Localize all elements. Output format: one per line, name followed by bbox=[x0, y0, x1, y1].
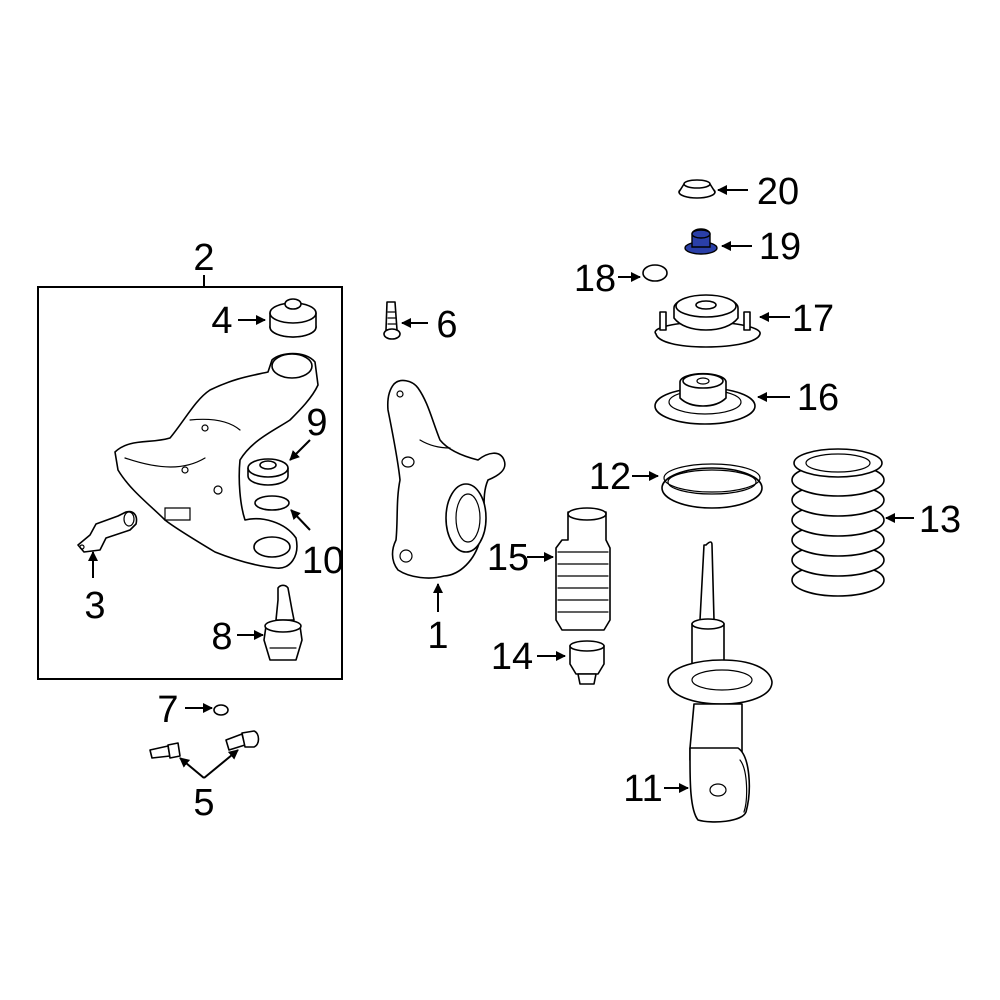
callout-18: 18 bbox=[574, 258, 616, 300]
callout-19: 19 bbox=[759, 226, 801, 268]
part-11-strut[interactable] bbox=[667, 541, 773, 823]
control-arm-assembly-frame bbox=[37, 286, 343, 680]
callout-13: 13 bbox=[919, 499, 961, 541]
callout-8: 8 bbox=[211, 616, 232, 658]
part-13-coil-spring[interactable] bbox=[791, 448, 885, 597]
part-8-ball-joint[interactable] bbox=[263, 584, 303, 661]
part-19-nut[interactable] bbox=[684, 228, 718, 255]
control-arm[interactable] bbox=[114, 352, 319, 569]
callout-10: 10 bbox=[302, 540, 344, 582]
part-18-washer[interactable] bbox=[642, 264, 668, 282]
part-10-ring[interactable] bbox=[254, 495, 290, 511]
callout-9: 9 bbox=[306, 402, 327, 444]
part-7-ring[interactable] bbox=[213, 704, 229, 716]
part-15-dust-boot[interactable] bbox=[555, 507, 611, 631]
leader-arrows bbox=[88, 185, 914, 793]
callout-11: 11 bbox=[623, 768, 662, 810]
callout-2: 2 bbox=[193, 237, 214, 279]
callout-7: 7 bbox=[157, 689, 178, 731]
callout-4: 4 bbox=[211, 300, 232, 342]
part-6-bolt[interactable] bbox=[383, 301, 401, 340]
part-20-cap[interactable] bbox=[678, 179, 716, 199]
callout-14: 14 bbox=[491, 636, 533, 678]
callout-5: 5 bbox=[193, 782, 214, 824]
callout-3: 3 bbox=[84, 585, 105, 627]
part-5-bolts[interactable] bbox=[149, 730, 260, 759]
part-3-bushing[interactable] bbox=[77, 510, 138, 553]
part-14-bump-stop[interactable] bbox=[569, 640, 605, 685]
callout-20: 20 bbox=[757, 171, 799, 213]
callout-12: 12 bbox=[589, 456, 631, 498]
callout-6: 6 bbox=[436, 304, 457, 346]
part-12-insulator[interactable] bbox=[661, 463, 763, 509]
part-9-bushing[interactable] bbox=[247, 458, 289, 486]
callout-1: 1 bbox=[427, 615, 448, 657]
part-16-spring-seat[interactable] bbox=[654, 372, 756, 425]
part-1-steering-knuckle[interactable] bbox=[386, 379, 506, 579]
part-17-strut-mount[interactable] bbox=[654, 294, 761, 348]
callout-17: 17 bbox=[792, 298, 834, 340]
callout-16: 16 bbox=[797, 377, 839, 419]
callout-15: 15 bbox=[487, 537, 529, 579]
part-4-bushing[interactable] bbox=[269, 298, 317, 338]
